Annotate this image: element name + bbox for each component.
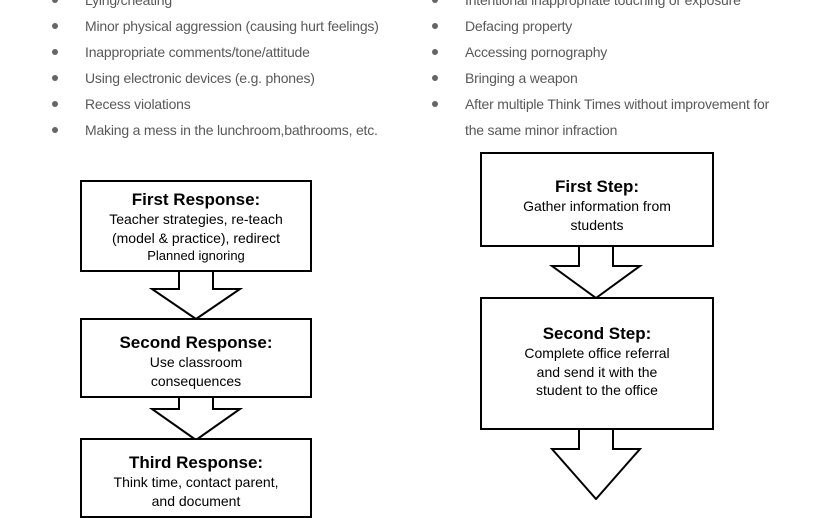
second-step-box: Second Step: Complete office referral an… <box>480 297 714 430</box>
bullet-icon <box>432 75 438 81</box>
list-item: Inappropriate comments/tone/attitude <box>48 39 388 65</box>
second-response-line: consequences <box>150 372 242 389</box>
bullet-icon <box>52 75 58 81</box>
bullet-icon <box>432 49 438 55</box>
minor-behaviors-list: Lying/cheating Minor physical aggression… <box>48 0 388 143</box>
first-response-extra: Planned ignoring <box>147 248 245 263</box>
first-response-title: First Response: <box>131 190 261 209</box>
third-response-title: Third Response: <box>128 453 264 472</box>
third-response-box: Third Response: Think time, contact pare… <box>80 438 312 518</box>
third-response-line: and document <box>151 492 241 509</box>
down-arrow-4 <box>549 428 643 500</box>
down-arrow-3 <box>548 245 644 300</box>
first-response-line: Teacher strategies, re-teach <box>109 211 283 227</box>
major-behaviors-list: Intentional inappropriate touching or ex… <box>428 0 788 143</box>
third-response-line: Think time, contact parent, <box>113 474 279 490</box>
list-item: After multiple Think Times without impro… <box>428 91 788 143</box>
bullet-icon <box>52 101 58 107</box>
bullet-icon <box>432 101 438 107</box>
bullet-icon <box>52 23 58 29</box>
second-response-box: Second Response: Use classroom consequen… <box>80 318 312 398</box>
bullet-icon <box>52 127 58 133</box>
first-step-line: Gather information from <box>523 198 671 214</box>
list-item: Minor physical aggression (causing hurt … <box>48 13 388 39</box>
list-item: Recess violations <box>48 91 388 117</box>
first-step-title: First Step: <box>554 177 640 196</box>
first-response-line: (model & practice), redirect <box>111 229 281 246</box>
bullet-icon <box>432 0 438 3</box>
list-item: Defacing property <box>428 13 788 39</box>
down-arrow-2 <box>148 396 244 442</box>
bullet-icon <box>52 49 58 55</box>
down-arrow-1 <box>148 270 244 321</box>
second-step-line: Complete office referral <box>524 345 670 361</box>
bullet-icon <box>432 23 438 29</box>
first-response-box: First Response: Teacher strategies, re-t… <box>80 180 312 272</box>
list-item: Using electronic devices (e.g. phones) <box>48 65 388 91</box>
first-step-box: First Step: Gather information from stud… <box>480 152 714 247</box>
bullet-icon <box>52 0 58 3</box>
first-step-line: students <box>570 216 624 233</box>
second-response-title: Second Response: <box>119 333 273 352</box>
list-item: Accessing pornography <box>428 39 788 65</box>
list-item: Bringing a weapon <box>428 65 788 91</box>
list-item: Making a mess in the lunchroom,bathrooms… <box>48 117 388 143</box>
second-step-title: Second Step: <box>542 324 652 343</box>
second-step-line: student to the office <box>536 382 658 398</box>
second-response-line: Use classroom <box>149 354 243 370</box>
flowchart-arrows <box>148 245 644 500</box>
second-step-line: and send it with the <box>536 363 658 380</box>
list-item: Lying/cheating <box>48 0 388 13</box>
list-item: Intentional inappropriate touching or ex… <box>428 0 788 13</box>
